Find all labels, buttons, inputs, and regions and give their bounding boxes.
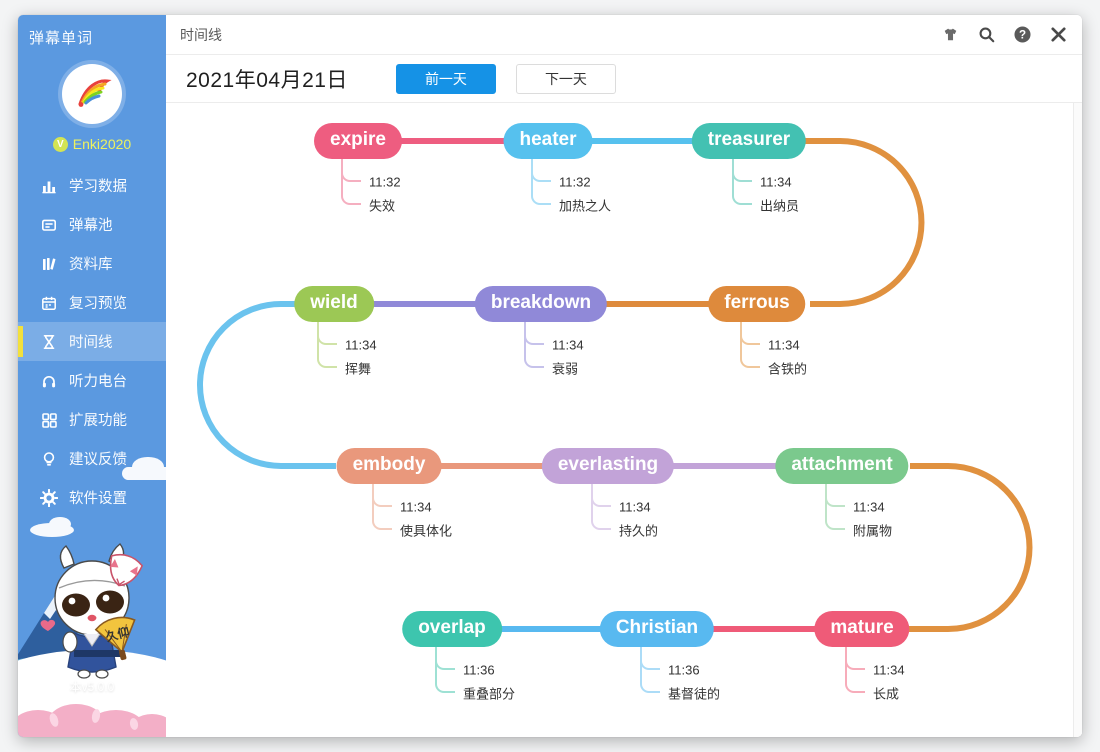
node-meaning: 加热之人 xyxy=(559,198,612,214)
vertical-scrollbar[interactable] xyxy=(1073,103,1082,737)
node-time: 11:36 xyxy=(463,662,495,678)
node-meaning: 衰弱 xyxy=(552,361,579,377)
gear-icon xyxy=(40,488,58,507)
node-time: 11:34 xyxy=(345,337,377,353)
word-pill[interactable]: overlap xyxy=(402,611,502,647)
node-time: 11:36 xyxy=(668,662,700,678)
node-time: 11:34 xyxy=(760,174,792,190)
node-time: 11:34 xyxy=(853,499,885,515)
word-pill[interactable]: attachment xyxy=(775,448,909,484)
search-icon[interactable] xyxy=(977,25,996,44)
node-time: 11:34 xyxy=(619,499,651,515)
node-time: 11:34 xyxy=(400,499,432,515)
username: Enki2020 xyxy=(72,136,132,152)
previous-day-button[interactable]: 前一天 xyxy=(395,63,496,94)
svg-text:?: ? xyxy=(1019,29,1026,42)
node-meaning: 挥舞 xyxy=(345,361,372,377)
theme-shirt-icon[interactable] xyxy=(941,25,960,44)
sidebar: 弹幕单词 V Enki2020 学 xyxy=(18,15,166,737)
sidebar-item-label: 复习预览 xyxy=(69,296,127,312)
user-row: V Enki2020 xyxy=(18,136,166,152)
main-panel: 时间线 ? 2021年04月21日 前一天 下一天 xyxy=(166,15,1082,737)
connector-curve-right xyxy=(805,138,925,307)
app-window: 弹幕单词 V Enki2020 学 xyxy=(18,15,1082,737)
node-time: 11:34 xyxy=(768,337,800,353)
word-pill[interactable]: treasurer xyxy=(691,123,807,159)
mascot-fan-text: 久仰 xyxy=(104,624,131,644)
sidebar-item-review-preview[interactable]: 复习预览 xyxy=(18,283,166,322)
next-day-button[interactable]: 下一天 xyxy=(515,63,616,94)
sidebar-item-label: 时间线 xyxy=(69,335,113,351)
node-meaning: 持久的 xyxy=(619,523,659,539)
page-title: 时间线 xyxy=(180,26,222,43)
hourglass-icon xyxy=(40,333,58,351)
sidebar-item-library[interactable]: 资料库 xyxy=(18,244,166,283)
sidebar-menu: 学习数据 弹幕池 资料库 复习预览 xyxy=(18,166,166,517)
topbar: 时间线 ? xyxy=(166,15,1082,55)
close-icon[interactable] xyxy=(1049,25,1068,44)
node-meaning: 使具体化 xyxy=(400,523,453,539)
node-meaning: 失效 xyxy=(369,198,396,214)
sidebar-item-label: 弹幕池 xyxy=(69,218,113,234)
books-icon xyxy=(40,255,58,273)
sidebar-item-label: 扩展功能 xyxy=(69,413,127,429)
lightbulb-icon xyxy=(40,450,58,468)
word-pill[interactable]: embody xyxy=(336,448,442,484)
date-toolbar: 2021年04月21日 前一天 下一天 xyxy=(166,55,1082,103)
sidebar-item-timeline[interactable]: 时间线 xyxy=(18,322,166,361)
sidebar-item-study-data[interactable]: 学习数据 xyxy=(18,166,166,205)
connector-curve-right xyxy=(908,463,1033,632)
word-pill[interactable]: breakdown xyxy=(474,286,608,322)
sidebar-item-settings[interactable]: 软件设置 xyxy=(18,478,166,517)
word-pill[interactable]: everlasting xyxy=(541,448,675,484)
node-meaning: 长成 xyxy=(873,686,900,702)
sidebar-item-label: 建议反馈 xyxy=(69,452,127,468)
feather-logo-icon xyxy=(78,79,112,107)
help-icon[interactable]: ? xyxy=(1013,25,1032,44)
node-meaning: 基督徒的 xyxy=(668,686,721,702)
word-pill[interactable]: Christian xyxy=(599,611,715,647)
word-pill[interactable]: heater xyxy=(503,123,593,159)
sidebar-item-danmaku-pool[interactable]: 弹幕池 xyxy=(18,205,166,244)
node-meaning: 含铁的 xyxy=(768,361,808,377)
sidebar-item-feedback[interactable]: 建议反馈 xyxy=(18,439,166,478)
sidebar-item-label: 软件设置 xyxy=(69,491,127,507)
mascot-illustration: 久仰 xyxy=(18,517,166,737)
connector-curve-left xyxy=(197,301,336,469)
sidebar-item-label: 资料库 xyxy=(69,257,113,273)
sidebar-item-label: 听力电台 xyxy=(69,374,127,390)
message-card-icon xyxy=(40,216,58,234)
vip-badge-icon: V xyxy=(52,136,68,152)
node-time: 11:32 xyxy=(559,174,591,190)
bar-chart-icon xyxy=(40,177,58,195)
calendar-icon xyxy=(40,294,58,312)
node-time: 11:34 xyxy=(873,662,905,678)
node-time: 11:32 xyxy=(369,174,401,190)
word-pill[interactable]: expire xyxy=(314,123,402,159)
sidebar-item-listening-radio[interactable]: 听力电台 xyxy=(18,361,166,400)
current-date: 2021年04月21日 xyxy=(186,68,348,92)
node-meaning: 出纳员 xyxy=(760,198,800,214)
cloud-decoration xyxy=(122,456,166,480)
node-meaning: 重叠部分 xyxy=(463,686,516,702)
app-logo xyxy=(62,64,122,124)
version-text: 本v5.0.0 xyxy=(69,680,115,694)
grid-icon xyxy=(40,411,58,429)
word-pill[interactable]: wield xyxy=(294,286,374,322)
sidebar-item-label: 学习数据 xyxy=(69,179,127,195)
app-title: 弹幕单词 xyxy=(29,30,94,47)
headphones-icon xyxy=(40,372,58,390)
word-pill[interactable]: mature xyxy=(814,611,910,647)
word-pill[interactable]: ferrous xyxy=(708,286,806,322)
node-meaning: 附属物 xyxy=(853,523,893,539)
timeline-canvas: expire 11:32 失效 heater 11:32 加热之人 treasu… xyxy=(166,103,1082,737)
sidebar-item-extensions[interactable]: 扩展功能 xyxy=(18,400,166,439)
node-time: 11:34 xyxy=(552,337,584,353)
